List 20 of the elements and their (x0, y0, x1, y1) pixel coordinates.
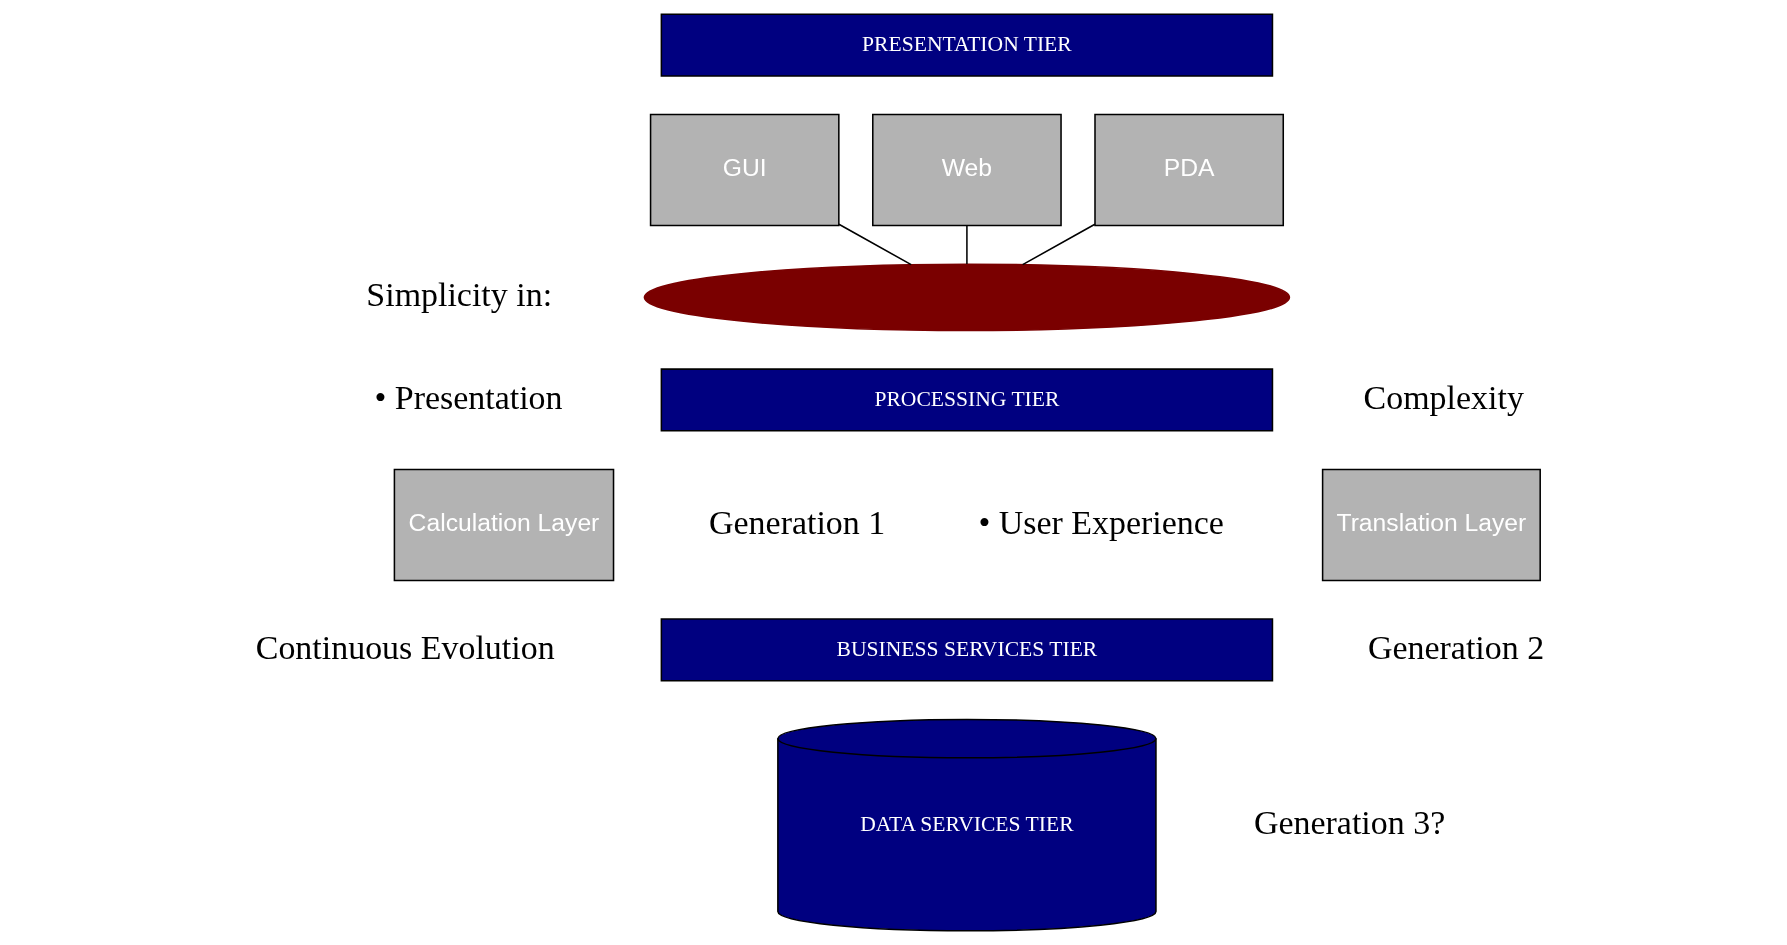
label: Generation 3? (1253, 803, 1445, 841)
label: Continuous Evolution (255, 628, 555, 666)
label: Complexity (1363, 378, 1524, 416)
label: Simplicity in: (365, 275, 552, 313)
connector (965, 224, 968, 265)
node-box: BUSINESS SERVICES TIER (660, 618, 1273, 682)
node-box: PRESENTATION TIER (660, 13, 1273, 77)
node-box: PROCESSING TIER (660, 368, 1273, 432)
node-box: Translation Layer (1321, 468, 1541, 582)
label: • Presentation (373, 378, 563, 416)
node-box: Calculation Layer (393, 468, 614, 582)
connector (837, 223, 912, 266)
label: Generation 2 (1367, 628, 1544, 666)
node-box: GUI (649, 113, 840, 227)
node-box: PDA (1093, 113, 1284, 227)
node-box: Web (871, 113, 1062, 227)
label: Generation 1 (708, 503, 885, 541)
label: • User Experience (977, 503, 1224, 541)
connector (1021, 223, 1096, 266)
node-arch (643, 263, 1290, 332)
